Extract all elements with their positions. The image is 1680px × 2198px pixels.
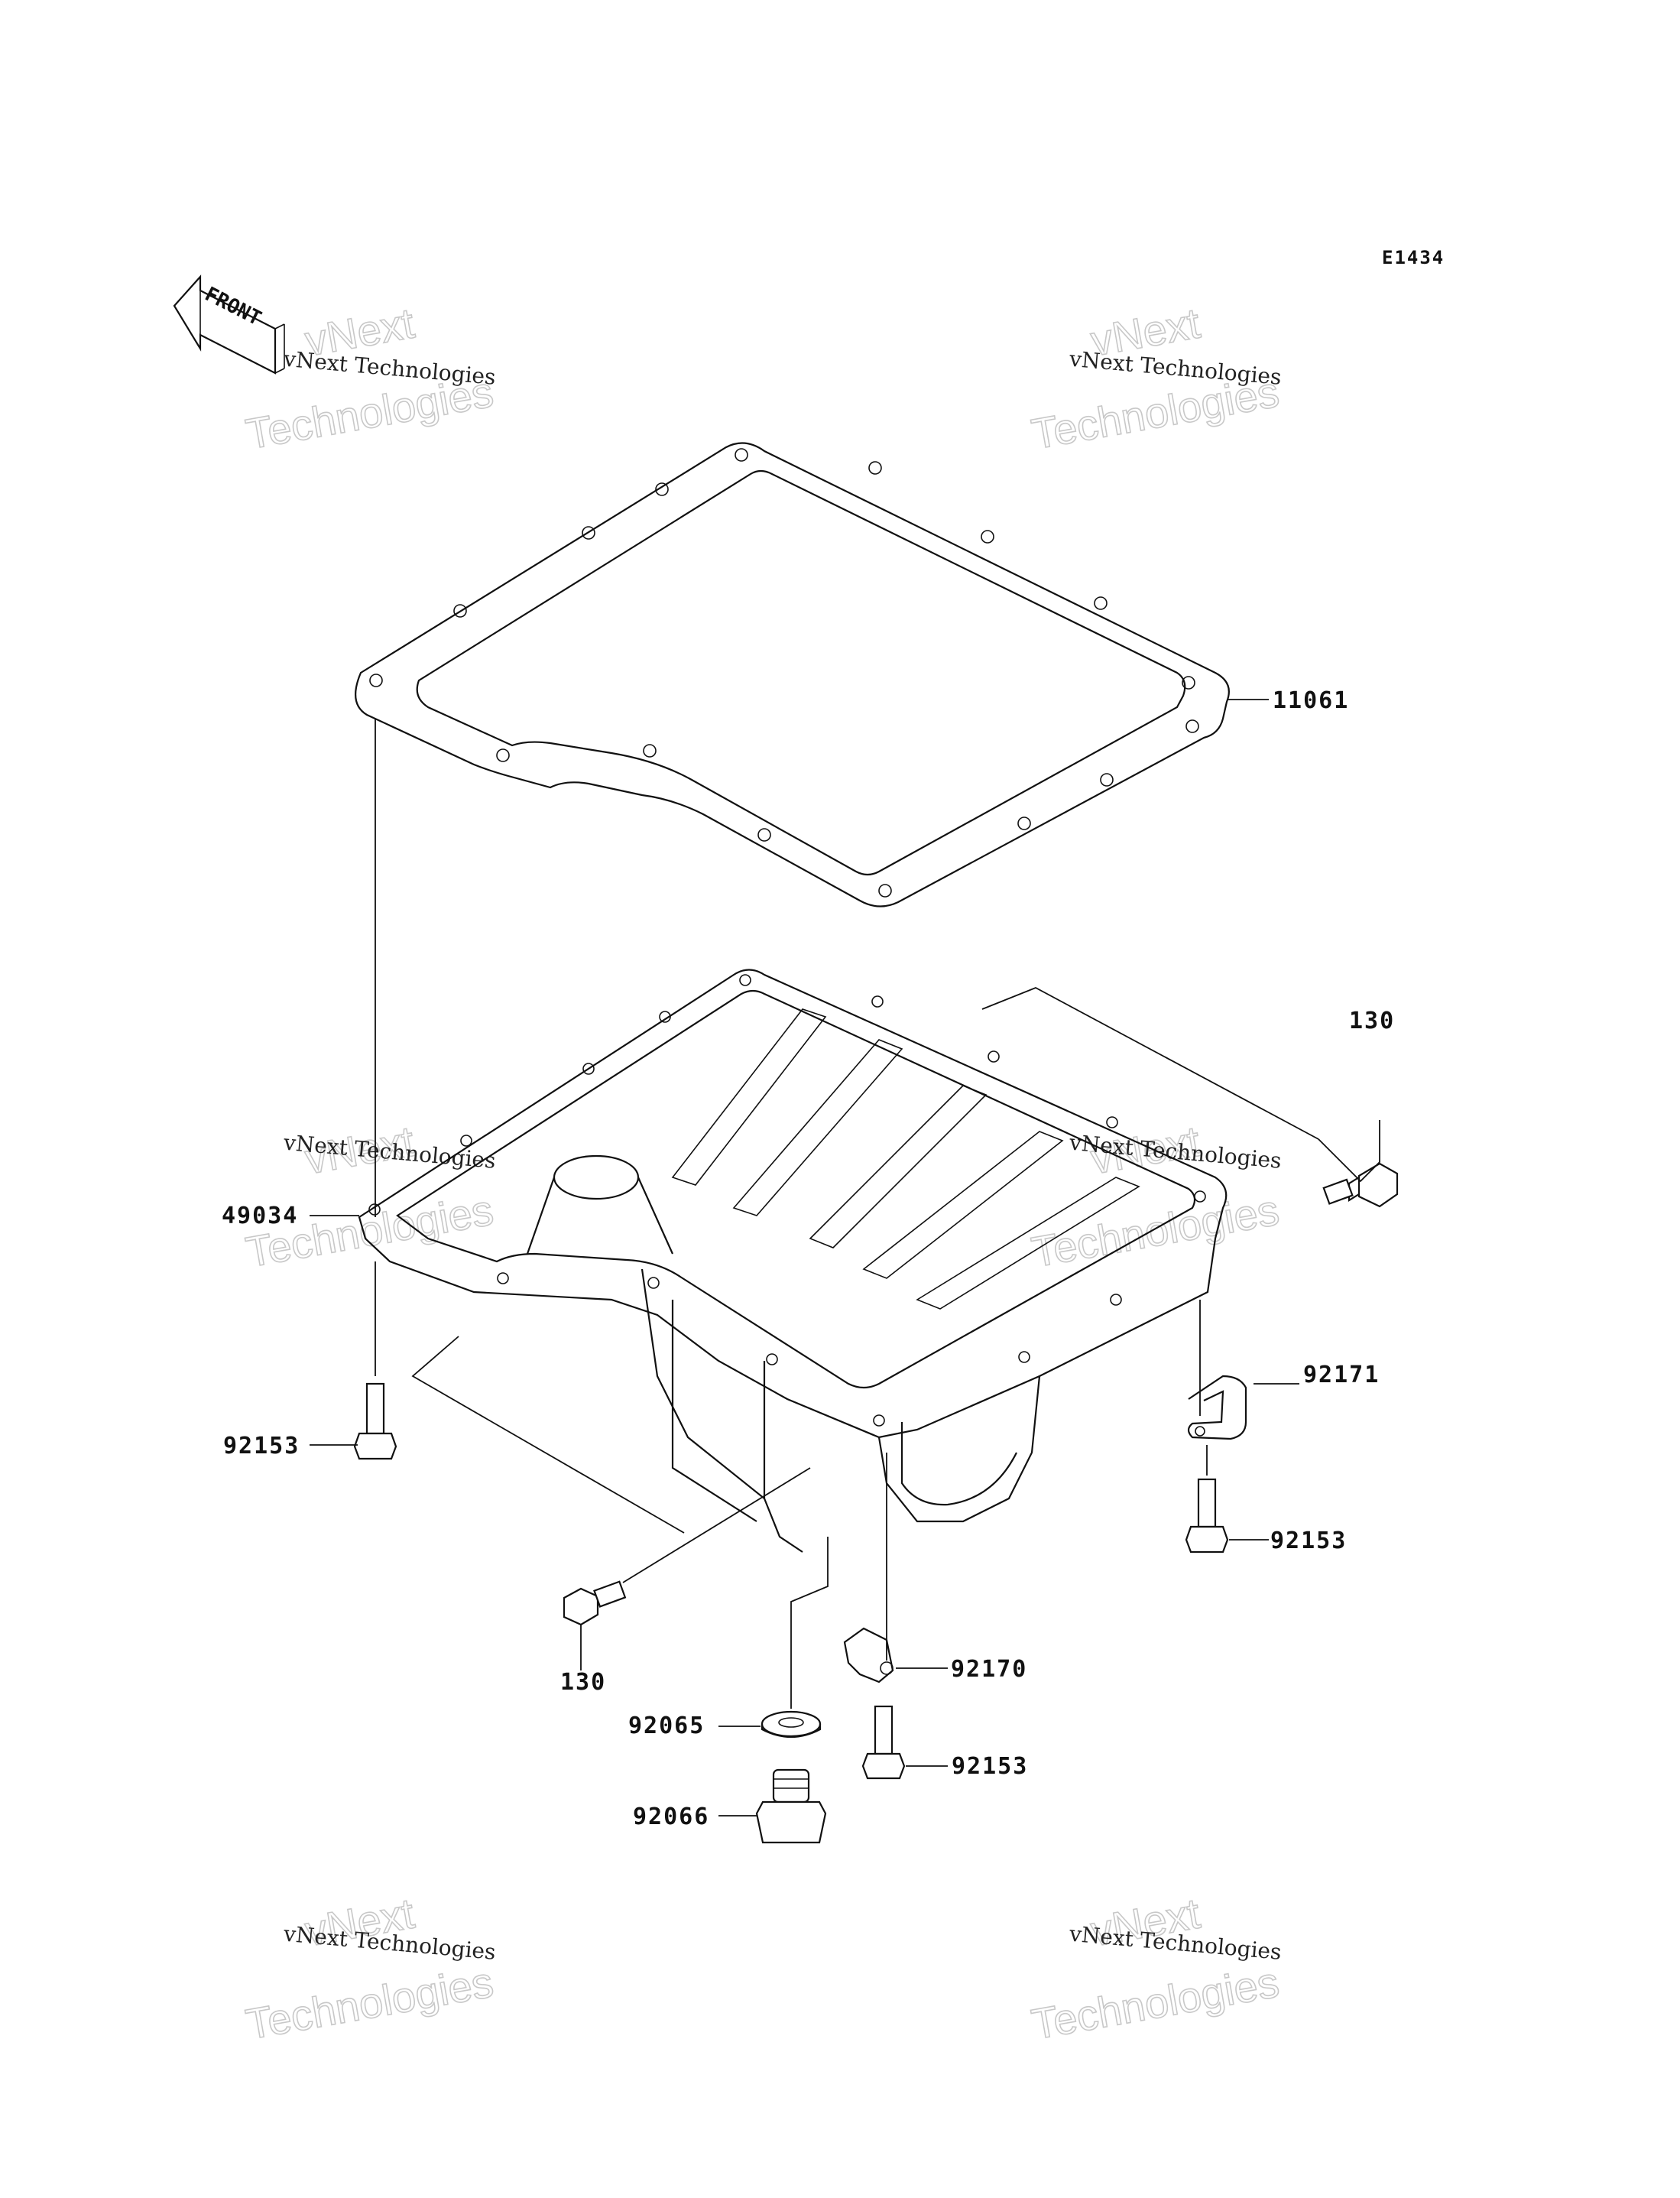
bolt-92153-left-icon <box>353 1382 397 1460</box>
drain-plug-92066-icon <box>755 1768 827 1844</box>
watermark-mid-left: vNext Technologies vNext Technologies <box>242 1116 497 1277</box>
label-92066: 92066 <box>633 1804 709 1830</box>
label-130-upper-right: 130 <box>1349 1008 1395 1034</box>
front-arrow-icon: FRONT <box>173 274 285 375</box>
label-92065: 92065 <box>628 1713 705 1739</box>
leader-92153-left <box>310 719 376 1446</box>
label-11061: 11061 <box>1273 687 1349 714</box>
leader-130-upper-right <box>1318 1120 1380 1183</box>
bolt-130-lower-left-icon <box>563 1580 627 1626</box>
bolt-92153-right-icon <box>1185 1478 1229 1554</box>
bolt-130-upper-right-icon <box>1322 1162 1399 1208</box>
bolt-92153-bottom-icon <box>861 1705 906 1780</box>
label-92171: 92171 <box>1303 1362 1380 1388</box>
label-92153-bottom: 92153 <box>952 1753 1028 1780</box>
watermark-top-left: vNext Technologies vNext Technologies <box>242 298 497 459</box>
watermark-bottom-left: vNext Technologies vNext Technologies <box>242 1888 497 2049</box>
leader-92171 <box>1199 1300 1299 1416</box>
oil-pan-drawing <box>358 969 1319 1553</box>
label-49034: 49034 <box>222 1203 298 1229</box>
leader-92065 <box>718 1537 829 1727</box>
label-92153-right: 92153 <box>1270 1528 1347 1554</box>
watermark-mid-right: vNext Technologies vNext Technologies <box>1027 1116 1283 1277</box>
clamp-92171-icon <box>1187 1375 1247 1440</box>
diagram-code: E1434 <box>1382 247 1445 268</box>
leader-92153-right <box>1206 1445 1269 1541</box>
watermark-line3: Technologies <box>1028 1957 1283 2048</box>
watermark-line3: Technologies <box>242 1957 497 2048</box>
gasket-drawing <box>355 442 1230 907</box>
label-130-lower-left: 130 <box>560 1669 606 1696</box>
watermark-bottom-right: vNext Technologies vNext Technologies <box>1027 1888 1283 2049</box>
label-92153-left: 92153 <box>223 1433 300 1459</box>
watermark-top-right: vNext Technologies vNext Technologies <box>1027 298 1283 459</box>
leader-92170 <box>886 1453 948 1669</box>
leader-130-lower-left <box>580 1467 811 1670</box>
washer-92065-icon <box>761 1710 822 1739</box>
watermark-line2: vNext Technologies <box>282 346 497 390</box>
watermark-line3: Technologies <box>242 1185 497 1276</box>
label-92170: 92170 <box>951 1656 1027 1683</box>
clamp-92170-icon <box>843 1627 894 1683</box>
watermark-line2: vNext Technologies <box>1068 346 1283 390</box>
